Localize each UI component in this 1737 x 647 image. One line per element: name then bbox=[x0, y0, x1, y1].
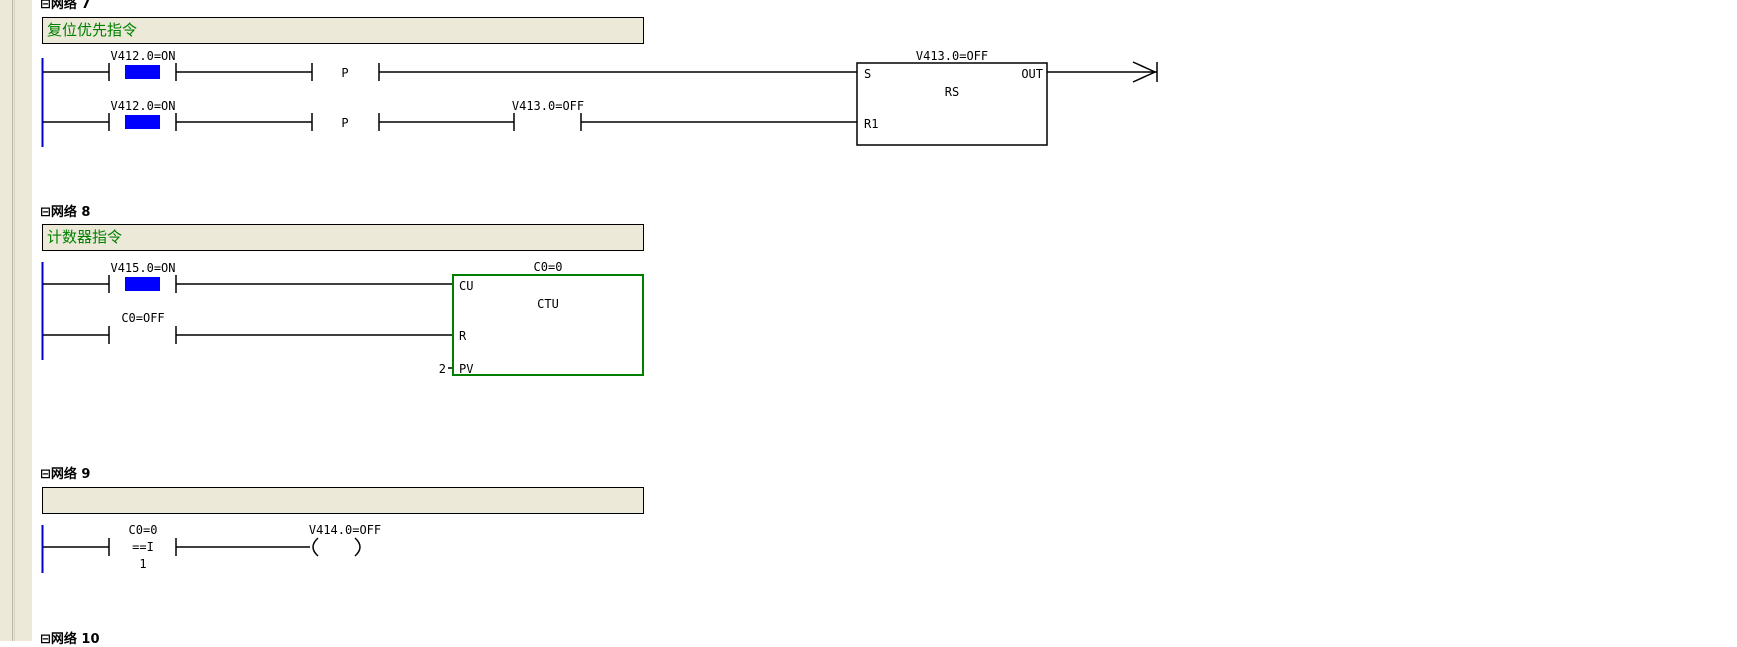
block-address-label[interactable]: C0=0 bbox=[534, 260, 563, 274]
collapse-icon[interactable]: ⊟ bbox=[40, 0, 51, 12]
coil-label[interactable]: V414.0=OFF bbox=[309, 523, 381, 537]
network-7-comment[interactable]: 复位优先指令 bbox=[42, 17, 644, 44]
edge-label: P bbox=[341, 66, 348, 80]
pin-label-r1: R1 bbox=[864, 117, 878, 131]
pin-label-s: S bbox=[864, 67, 871, 81]
pin-label-cu: CU bbox=[459, 279, 473, 293]
gutter-divider-light bbox=[14, 0, 15, 641]
rs-block[interactable] bbox=[856, 62, 1048, 146]
collapse-icon[interactable]: ⊟ bbox=[40, 205, 51, 220]
active-contact-indicator bbox=[125, 115, 160, 129]
left-gutter bbox=[0, 0, 32, 641]
contact-label[interactable]: V413.0=OFF bbox=[512, 99, 584, 113]
compare-value[interactable]: 1 bbox=[139, 557, 146, 571]
pin-label-r: R bbox=[459, 329, 467, 343]
pin-label-pv: PV bbox=[459, 362, 473, 376]
network-7-title[interactable]: ⊟网络 7 bbox=[40, 0, 90, 12]
contact-label[interactable]: V415.0=ON bbox=[110, 261, 175, 275]
coil-left-arc bbox=[312, 537, 319, 557]
active-contact-indicator bbox=[125, 65, 160, 79]
contact-label[interactable]: V412.0=ON bbox=[110, 99, 175, 113]
block-address-label[interactable]: V413.0=OFF bbox=[916, 49, 988, 63]
network-9-title[interactable]: ⊟网络 9 bbox=[40, 467, 91, 482]
active-contact-indicator bbox=[125, 277, 160, 291]
pv-value[interactable]: 2 bbox=[439, 362, 446, 376]
network-9-comment[interactable] bbox=[42, 487, 644, 514]
edge-label: P bbox=[341, 116, 348, 130]
pin-label-out: OUT bbox=[1021, 67, 1043, 81]
block-name: RS bbox=[945, 85, 959, 99]
network-8-comment[interactable]: 计数器指令 bbox=[42, 224, 644, 251]
output-arrow-icon bbox=[1132, 61, 1157, 83]
block-name: CTU bbox=[537, 297, 559, 311]
contact-label[interactable]: V412.0=ON bbox=[110, 49, 175, 63]
network-8-title[interactable]: ⊟网络 8 bbox=[40, 205, 91, 220]
ctu-block[interactable] bbox=[452, 274, 644, 376]
collapse-icon[interactable]: ⊟ bbox=[40, 632, 51, 647]
contact-label[interactable]: C0=OFF bbox=[121, 311, 164, 325]
compare-operator: ==I bbox=[132, 540, 154, 554]
collapse-icon[interactable]: ⊟ bbox=[40, 467, 51, 482]
coil-right-arc bbox=[354, 537, 361, 557]
gutter-divider bbox=[12, 0, 13, 641]
compare-input-label[interactable]: C0=0 bbox=[129, 523, 158, 537]
